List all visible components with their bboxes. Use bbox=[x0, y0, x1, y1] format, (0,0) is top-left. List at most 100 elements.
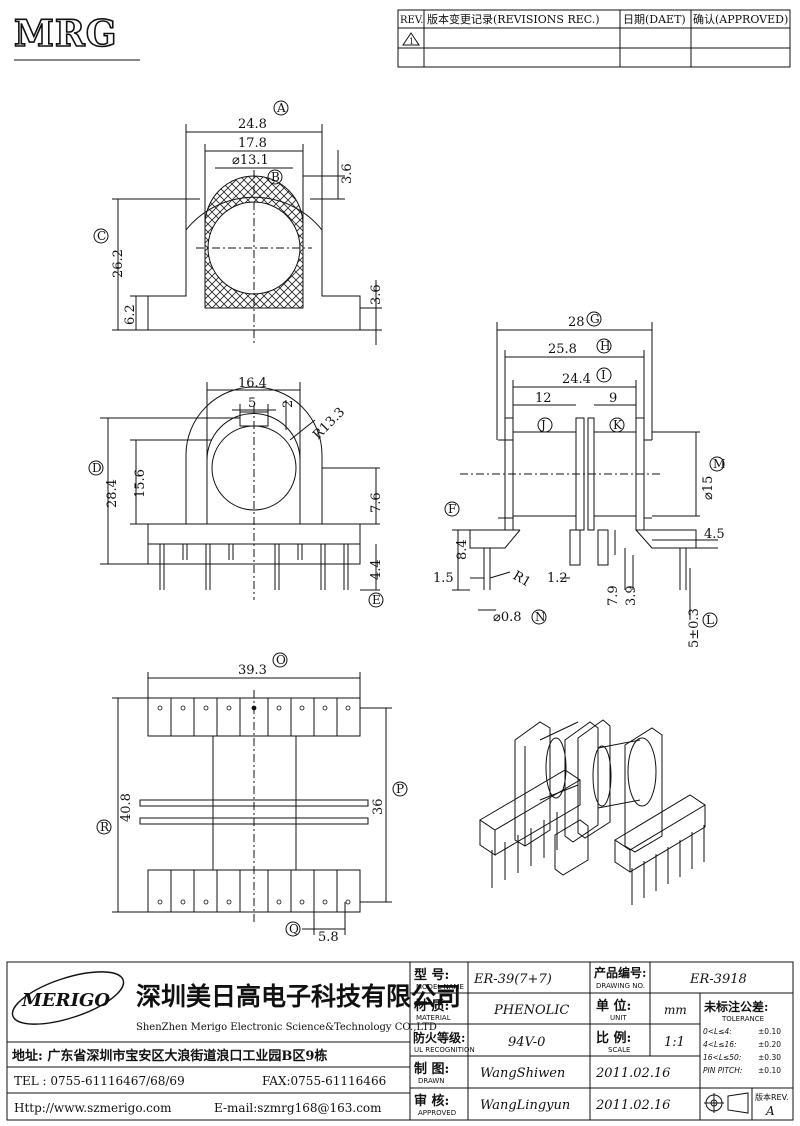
approved-label: 审 核: bbox=[414, 1093, 449, 1109]
drawn-label: 制 图: bbox=[414, 1061, 449, 1077]
tol4-value: ±0.10 bbox=[758, 1066, 781, 1075]
title-block bbox=[6, 961, 794, 1121]
label-j: J bbox=[539, 418, 546, 432]
company-name-cn: 深圳美日高电子科技有限公司 bbox=[136, 982, 461, 1011]
dim-pin-length: 4.4 bbox=[369, 559, 384, 580]
label-p: P bbox=[396, 782, 404, 796]
unit-label: 单 位: bbox=[596, 998, 631, 1014]
label-g: G bbox=[590, 312, 600, 326]
dim-bottom-height: 40.8 bbox=[119, 793, 134, 822]
rev-value: A bbox=[765, 1104, 775, 1118]
tol1-value: ±0.10 bbox=[758, 1027, 781, 1036]
top-view bbox=[93, 100, 382, 345]
dim-side-dia: ⌀15 bbox=[701, 476, 716, 500]
company-tel: TEL : 0755-61116467/68/69 bbox=[14, 1074, 185, 1088]
dim-bottom-width: 39.3 bbox=[238, 663, 267, 678]
side-view bbox=[444, 311, 725, 628]
label-c: C bbox=[97, 229, 106, 243]
ul-label: 防火等级: bbox=[413, 1030, 465, 1045]
label-b: B bbox=[271, 170, 280, 184]
company-website: Http://www.szmerigo.com bbox=[14, 1101, 172, 1115]
dim-side-left: 12 bbox=[535, 391, 552, 406]
dim-bottom-pins: 36 bbox=[371, 798, 386, 815]
mrg-logo: MRG bbox=[13, 12, 140, 61]
tol3-range: 16<L≤50: bbox=[703, 1053, 741, 1062]
unit-value: mm bbox=[664, 1003, 687, 1017]
dim-side-inner: 24.4 bbox=[562, 372, 591, 387]
dim-bottom-pitch: 5.8 bbox=[318, 930, 339, 945]
model-label: 型 号: bbox=[414, 967, 449, 983]
dim-front-width: 16.4 bbox=[238, 376, 267, 391]
label-n: N bbox=[535, 610, 546, 624]
records-col-header: 版本变更记录(REVISIONS REC.) bbox=[427, 12, 600, 26]
dim-bore-dia: ⌀13.1 bbox=[232, 153, 269, 168]
date-col-header: 日期(DAET) bbox=[623, 13, 686, 26]
front-view bbox=[88, 382, 384, 608]
scale-sub: SCALE bbox=[608, 1046, 630, 1054]
company-address: 地址: 广东省深圳市宝安区大浪街道浪口工业园B区9栋 bbox=[12, 1048, 327, 1064]
dim-side-right-offset: 4.5 bbox=[704, 527, 725, 542]
dim-front-total-height: 28.4 bbox=[105, 479, 120, 508]
dim-inner-width: 17.8 bbox=[238, 136, 267, 151]
dim-radius: R13.3 bbox=[310, 405, 348, 443]
drawing-no-label: 产品编号: bbox=[594, 965, 646, 980]
model-sub: MODEL NAME bbox=[416, 983, 464, 991]
date-approved: 2011.02.16 bbox=[595, 1098, 670, 1113]
tol2-range: 4<L≤16: bbox=[703, 1040, 737, 1049]
dim-side-gap: 1.2 bbox=[547, 571, 568, 586]
approved-col-header: 确认(APPROVED) bbox=[693, 13, 788, 26]
material-value: PHENOLIC bbox=[493, 1003, 569, 1018]
date-drawn: 2011.02.16 bbox=[595, 1066, 670, 1081]
dim-center-height: 15.6 bbox=[133, 469, 148, 498]
merigo-logo-text: MERIGO bbox=[21, 990, 110, 1011]
bottom-view bbox=[96, 652, 408, 937]
tol1-range: 0<L≤4: bbox=[703, 1027, 732, 1036]
dim-side-flanges: 25.8 bbox=[548, 342, 577, 357]
dim-base-right: 3.6 bbox=[369, 284, 384, 305]
label-m: M bbox=[713, 457, 725, 471]
bottom-view-pins bbox=[157, 705, 351, 905]
revision-table bbox=[397, 9, 791, 68]
dim-total-height: 26.2 bbox=[111, 249, 126, 278]
label-f: F bbox=[448, 502, 456, 516]
dim-outer-width: 24.8 bbox=[238, 117, 267, 132]
label-e: E bbox=[372, 593, 381, 607]
company-name-en: ShenZhen Merigo Electronic Science&Techn… bbox=[136, 1022, 437, 1033]
model-value: ER-39(7+7) bbox=[473, 972, 552, 987]
label-d: D bbox=[92, 461, 102, 475]
drawing-no-value: ER-3918 bbox=[689, 972, 747, 987]
company-fax: FAX:0755-61116466 bbox=[262, 1074, 386, 1088]
approved-sub: APPROVED bbox=[418, 1109, 456, 1117]
rev-col-header: REV. bbox=[400, 15, 423, 26]
unit-sub: UNIT bbox=[610, 1014, 627, 1022]
rev-row1: 1 bbox=[409, 37, 414, 46]
dim-base-height: 6.2 bbox=[123, 304, 138, 325]
dim-slot-width: 5 bbox=[248, 396, 256, 411]
drawn-sub: DRAWN bbox=[418, 1077, 445, 1085]
isometric-view bbox=[479, 719, 706, 905]
dim-side-edge: 1.5 bbox=[433, 571, 454, 586]
drawing-no-sub: DRAWING NO. bbox=[596, 982, 645, 990]
label-a: A bbox=[276, 101, 286, 115]
tol2-value: ±0.20 bbox=[758, 1040, 781, 1049]
tol3-value: ±0.30 bbox=[758, 1053, 781, 1062]
dim-top-thickness: 3.6 bbox=[340, 163, 355, 184]
label-h: H bbox=[600, 339, 610, 353]
scale-label: 比 例: bbox=[596, 1030, 631, 1046]
ul-value: 94V-0 bbox=[508, 1035, 545, 1050]
label-r: R bbox=[100, 820, 110, 834]
scale-value: 1:1 bbox=[664, 1035, 685, 1050]
drawn-value: WangShiwen bbox=[480, 1066, 565, 1081]
mrg-logo-text: MRG bbox=[14, 13, 118, 55]
approved-value: WangLingyun bbox=[480, 1098, 570, 1113]
label-l: L bbox=[706, 613, 714, 627]
label-k: K bbox=[613, 418, 623, 432]
material-sub: MATERIAL bbox=[416, 1014, 451, 1022]
tolerance-label: 未标注公差: bbox=[703, 999, 768, 1014]
label-i: I bbox=[601, 368, 606, 382]
tol4-range: PIN PITCH: bbox=[703, 1066, 742, 1075]
material-label: 材 质: bbox=[414, 998, 449, 1014]
dim-slot-height: 2 bbox=[281, 400, 296, 408]
merigo-logo: MERIGO bbox=[11, 971, 125, 1025]
